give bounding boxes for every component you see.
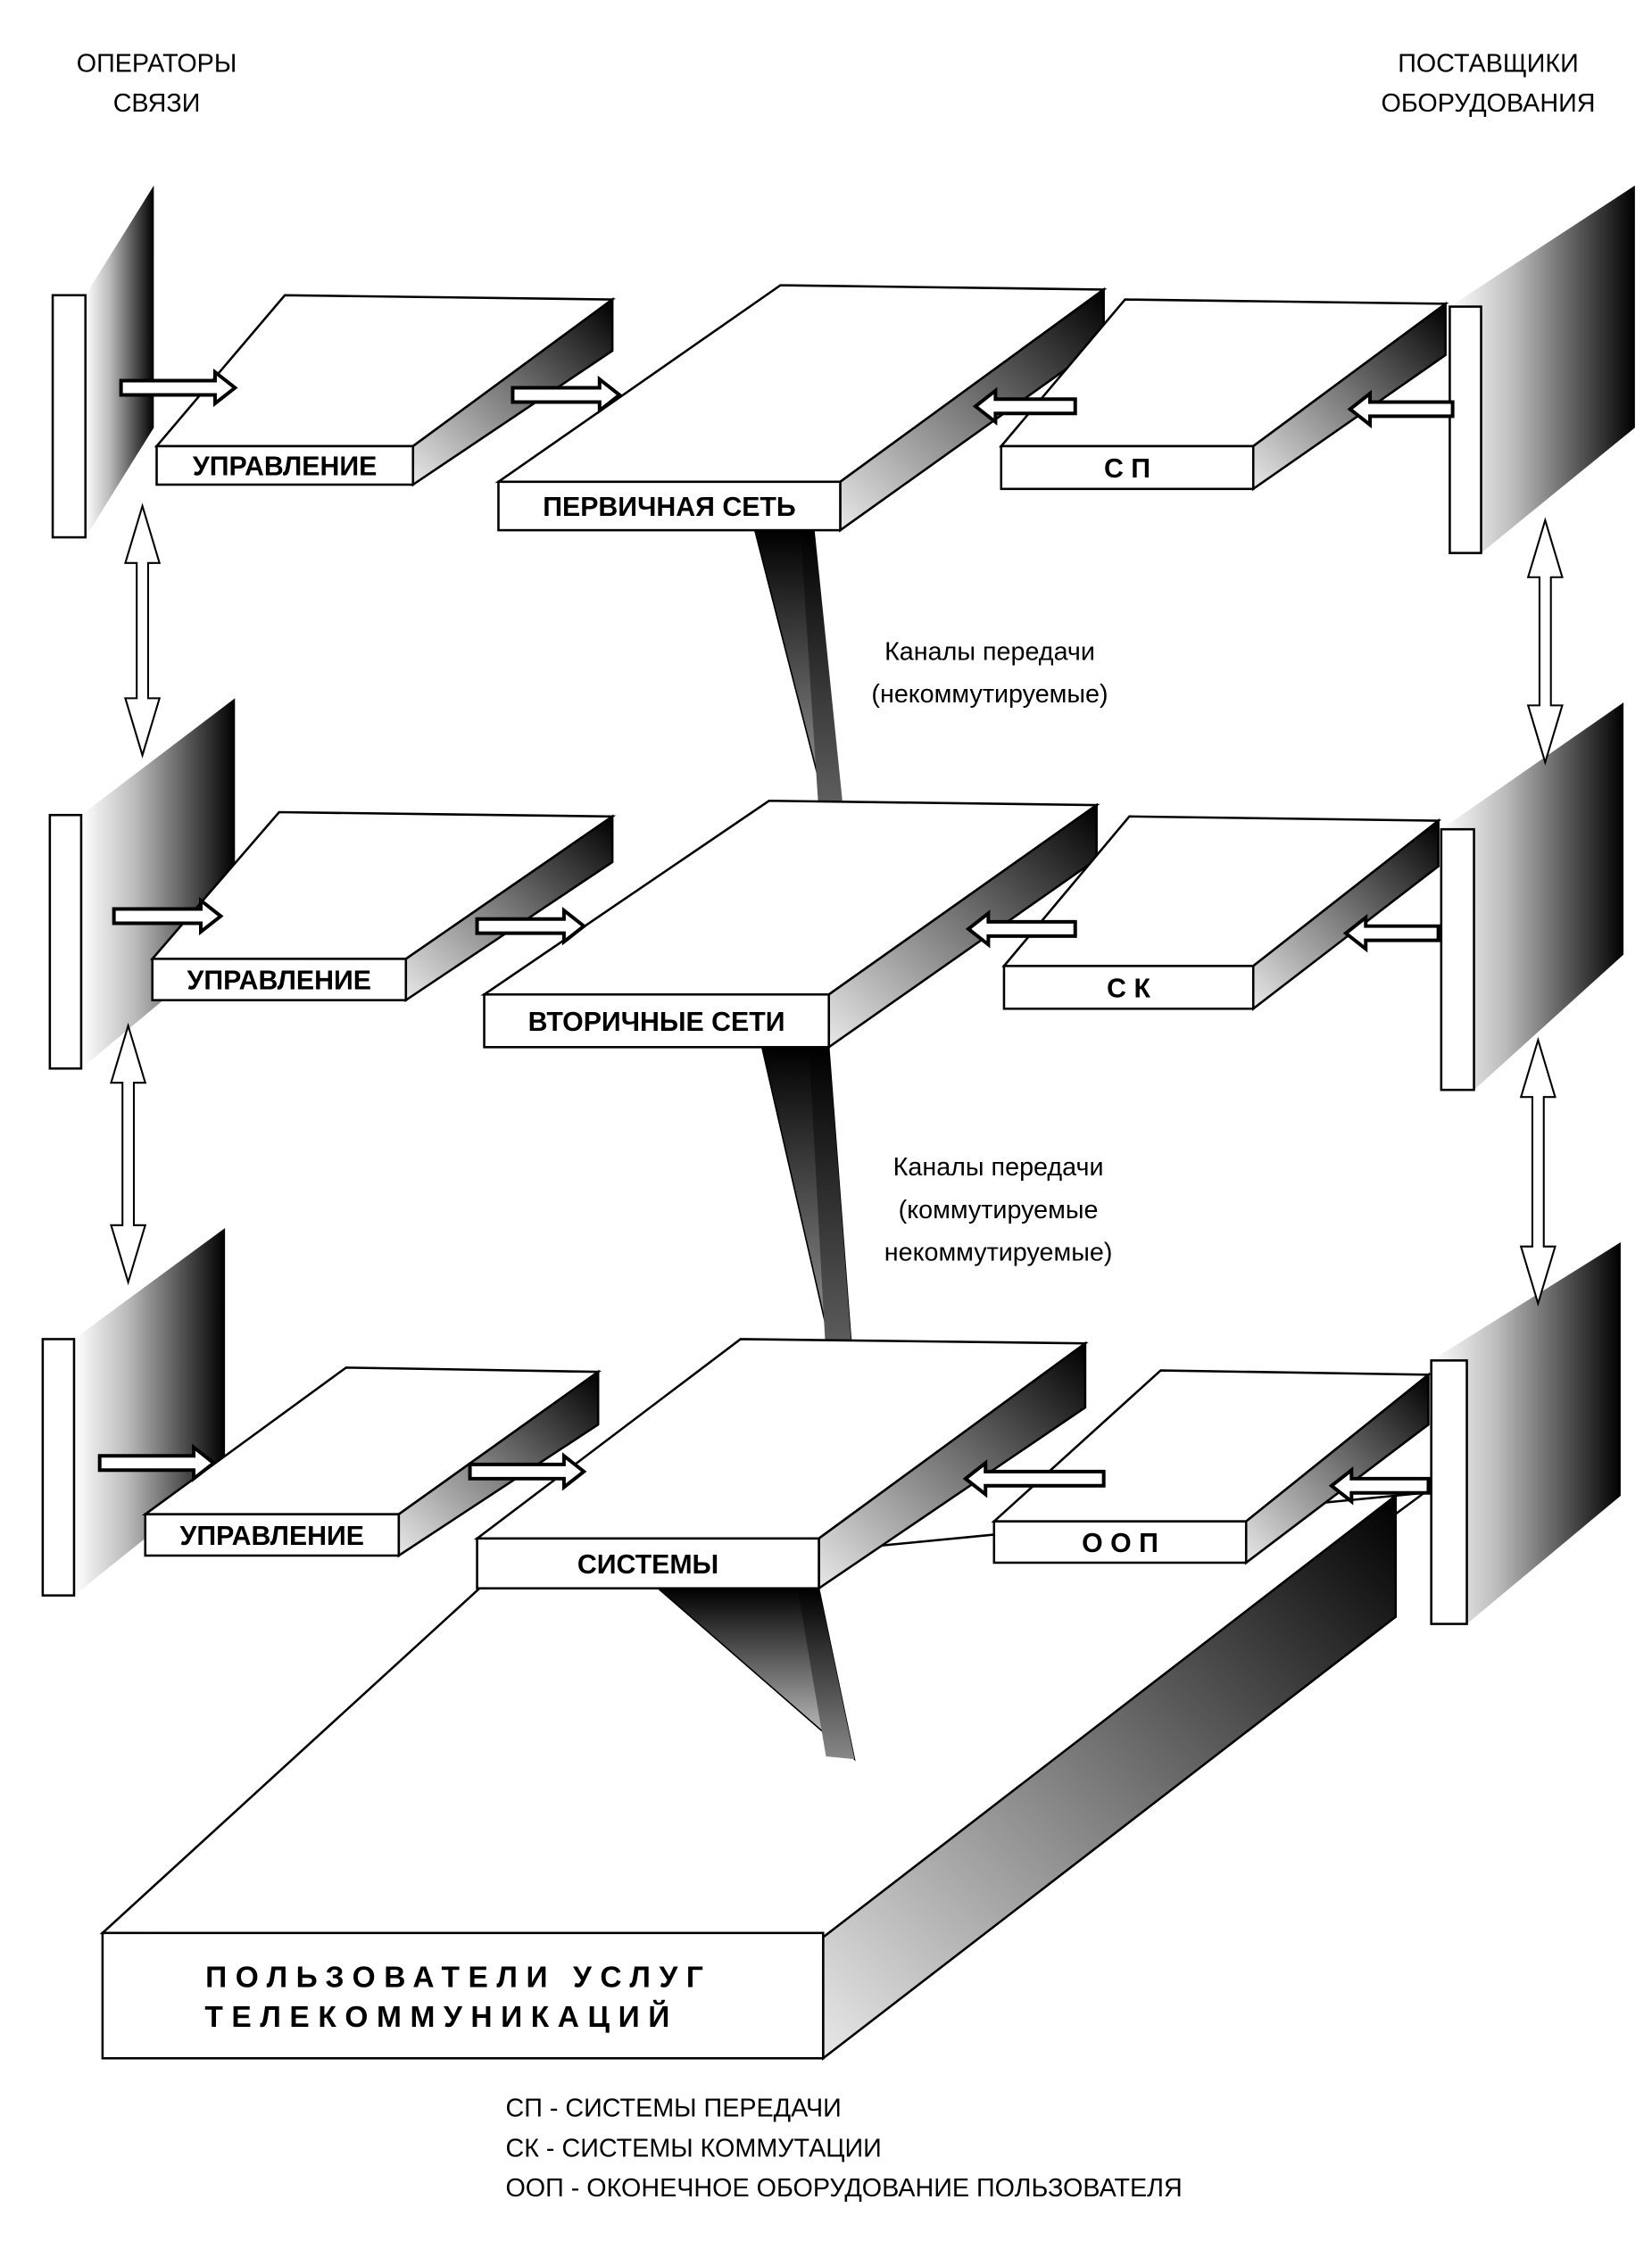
secondary-networks-slab-label: ВТОРИЧНЫЕ СЕТИ xyxy=(528,1008,785,1037)
flow-arrow-icon xyxy=(119,368,238,408)
sk-slab: С К xyxy=(1001,815,1442,1011)
suppliers-wall-3 xyxy=(1430,1241,1621,1625)
flow-arrow-icon xyxy=(962,1459,1106,1498)
slab-front xyxy=(497,480,842,532)
channel-lower-line3: некоммутируемые) xyxy=(884,1239,1113,1267)
header-suppliers-line2: ОБОРУДОВАНИЯ xyxy=(1382,89,1596,118)
management-slab-1-label: УПРАВЛЕНИЕ xyxy=(193,452,377,482)
primary-network-slab: ПЕРВИЧНАЯ СЕТЬ xyxy=(494,284,1108,533)
double-arrow-icon xyxy=(1519,1036,1557,1307)
flow-arrow-icon xyxy=(112,896,224,936)
management-slab-3-label: УПРАВЛЕНИЕ xyxy=(180,1522,365,1551)
header-suppliers: ПОСТАВЩИКИ ОБОРУДОВАНИЯ xyxy=(1382,49,1596,118)
primary-network-slab-label: ПЕРВИЧНАЯ СЕТЬ xyxy=(543,493,795,522)
users-base-slab: ПОЛЬЗОВАТЕЛИ УСЛУГ ТЕЛЕКОММУНИКАЦИЙ xyxy=(99,1491,1429,2061)
oop-slab-label: О О П xyxy=(1082,1529,1158,1558)
channel-label-lower: Каналы передачи (коммутируемые некоммути… xyxy=(884,1153,1113,1267)
legend-sk: СК - СИСТЕМЫ КОММУТАЦИИ xyxy=(505,2134,881,2162)
pillar-systems-users xyxy=(656,1587,856,1762)
suppliers-wall-2 xyxy=(1440,702,1624,1091)
flow-arrow-icon xyxy=(965,909,1077,949)
systems-slab: СИСТЕМЫ xyxy=(473,1338,1089,1591)
header-operators-line2: СВЯЗИ xyxy=(113,89,201,118)
systems-slab-label: СИСТЕМЫ xyxy=(577,1550,718,1580)
flow-arrow-icon xyxy=(97,1443,217,1482)
slab-front xyxy=(151,958,408,1001)
header-operators-line1: ОПЕРАТОРЫ xyxy=(77,49,237,78)
channel-lower-line1: Каналы передачи xyxy=(893,1153,1104,1182)
users-label-line2: ТЕЛЕКОММУНИКАЦИЙ xyxy=(204,1999,678,2034)
slab-front xyxy=(144,1513,401,1557)
flow-arrow-icon xyxy=(1328,1466,1431,1506)
slab-front xyxy=(476,1537,820,1589)
flow-arrow-icon xyxy=(468,1452,587,1491)
operators-wall-1 xyxy=(51,185,154,539)
sp-slab-label: С П xyxy=(1104,454,1150,484)
legend-oop: ООП - ОКОНЕЧНОЕ ОБОРУДОВАНИЕ ПОЛЬЗОВАТЕЛ… xyxy=(505,2174,1182,2203)
suppliers-wall-1 xyxy=(1449,185,1635,554)
channel-lower-line2: (коммутируемые xyxy=(899,1196,1099,1224)
slab-front xyxy=(1002,965,1255,1010)
flow-arrow-icon xyxy=(1342,914,1440,953)
flow-arrow-icon xyxy=(511,375,623,415)
header-suppliers-line1: ПОСТАВЩИКИ xyxy=(1398,49,1579,78)
channel-label-upper: Каналы передачи (некоммутируемые) xyxy=(871,637,1108,709)
channel-upper-line1: Каналы передачи xyxy=(884,637,1095,666)
users-label-line1: ПОЛЬЗОВАТЕЛИ УСЛУГ xyxy=(205,1961,711,1994)
flow-arrow-icon xyxy=(1347,389,1455,429)
management-slab-2: УПРАВЛЕНИЕ xyxy=(149,810,617,1003)
slab-front xyxy=(155,444,415,486)
management-slab-2-label: УПРАВЛЕНИЕ xyxy=(187,967,372,996)
flow-arrow-icon xyxy=(972,386,1077,426)
sp-slab: С П xyxy=(999,298,1449,492)
double-arrow-icon xyxy=(1526,517,1564,766)
slabs-layer: УПРАВЛЕНИЕ ПЕРВИЧНАЯ СЕТЬ С П УПРАВЛЕНИЕ ВТО… xyxy=(141,284,1449,1591)
legend-sp: СП - СИСТЕМЫ ПЕРЕДАЧИ xyxy=(505,2095,841,2123)
slab-front xyxy=(483,993,830,1049)
double-arrow-icon xyxy=(124,502,162,759)
header-operators: ОПЕРАТОРЫ СВЯЗИ xyxy=(77,49,237,118)
slab-front xyxy=(992,1520,1248,1565)
arrows-layer xyxy=(97,368,1564,1506)
legend: СП - СИСТЕМЫ ПЕРЕДАЧИ СК - СИСТЕМЫ КОММУ… xyxy=(505,2095,1182,2203)
operators-wall-2 xyxy=(48,698,236,1070)
channel-upper-line2: (некоммутируемые) xyxy=(871,680,1108,709)
secondary-networks-slab: ВТОРИЧНЫЕ СЕТИ xyxy=(480,799,1100,1050)
double-arrow-icon xyxy=(110,1022,147,1286)
oop-slab: О О П xyxy=(991,1369,1432,1565)
slab-front xyxy=(1000,444,1255,491)
sk-slab-label: С К xyxy=(1107,974,1150,1003)
flow-arrow-icon xyxy=(475,907,587,946)
